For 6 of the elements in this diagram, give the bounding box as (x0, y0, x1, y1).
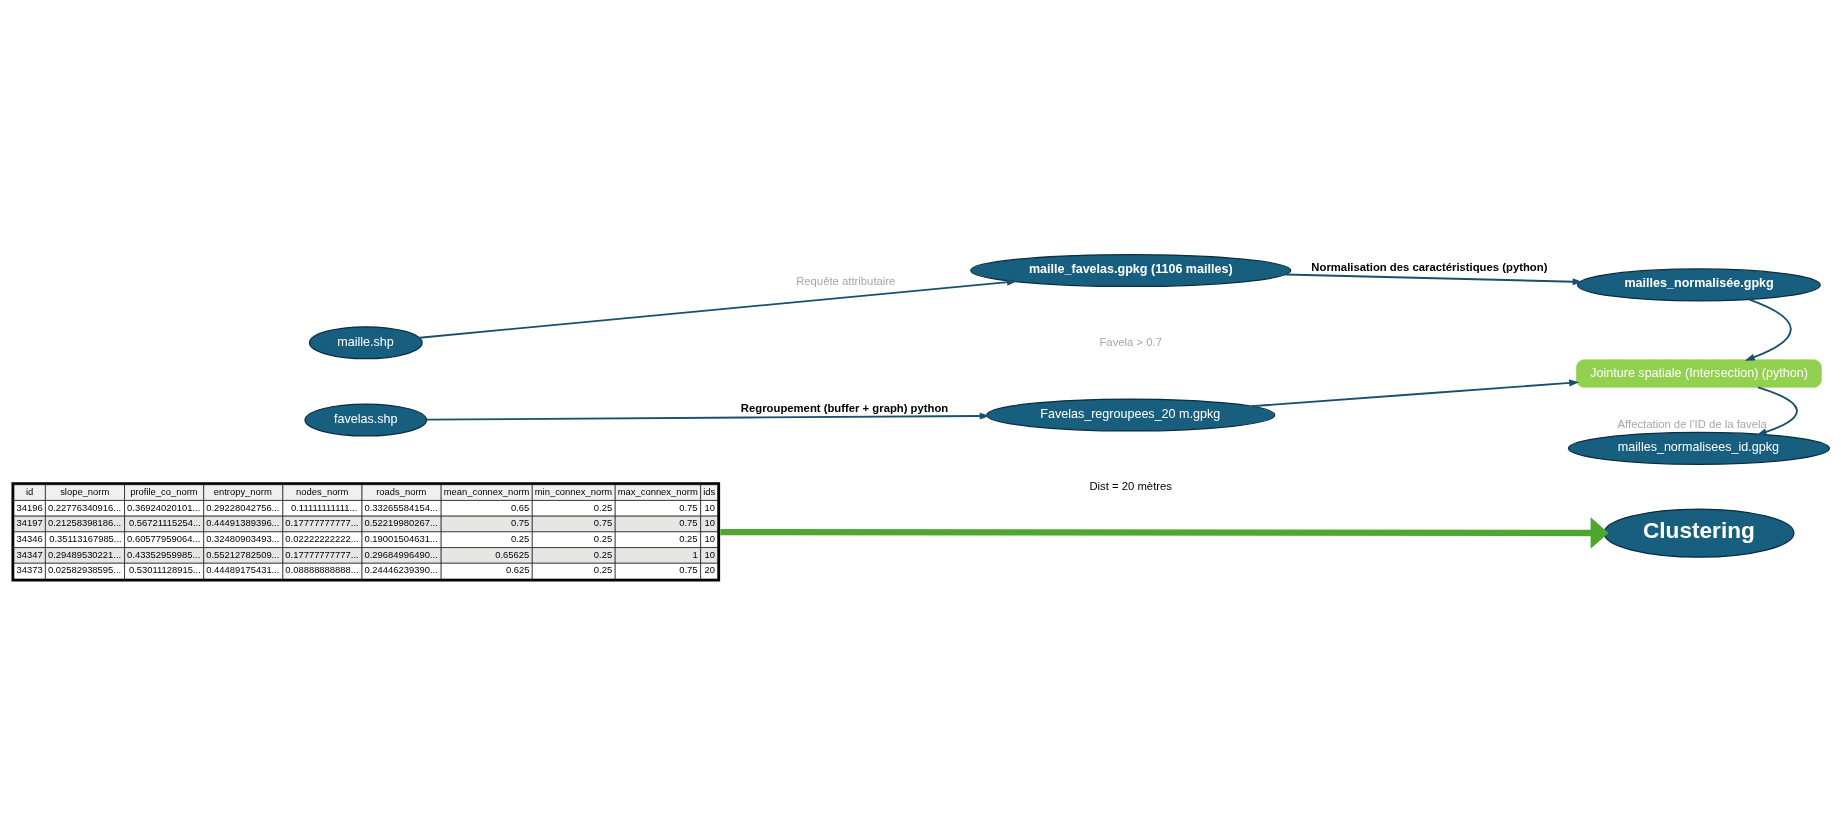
edge-label: Affectation de l’ID de la favela (1617, 417, 1767, 430)
edge-label: Normalisation des caractéristiques (python) (1311, 260, 1548, 273)
edge-label: Requête attributaire (796, 274, 896, 287)
label: Dist = 20 mètres (1089, 479, 1172, 492)
label: Favela > 0.7 (1099, 335, 1162, 348)
edge-label: Regroupement (buffer + graph) python (740, 401, 949, 414)
